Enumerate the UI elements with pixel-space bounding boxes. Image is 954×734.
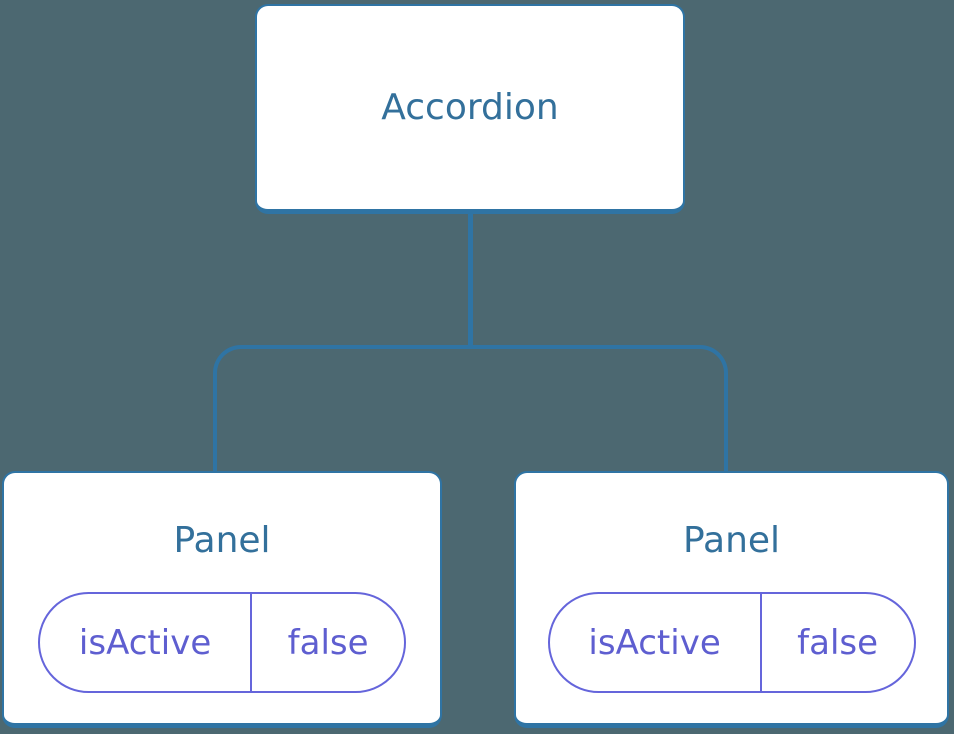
state-value: false <box>287 622 369 663</box>
panel-node-label: Panel <box>173 520 271 561</box>
root-node-label: Accordion <box>381 86 559 128</box>
root-node-accordion: Accordion <box>255 4 685 214</box>
state-pill: isActive false <box>38 592 406 694</box>
state-key: isActive <box>550 594 762 692</box>
state-pill: isActive false <box>547 592 916 694</box>
child-node-panel-right: Panel isActive false <box>514 471 949 728</box>
connector-bracket <box>213 345 728 471</box>
panel-node-label: Panel <box>682 520 781 561</box>
state-key: isActive <box>40 594 253 692</box>
state-value: false <box>797 622 879 663</box>
connector-line <box>468 212 473 347</box>
child-node-panel-left: Panel isActive false <box>2 471 442 728</box>
